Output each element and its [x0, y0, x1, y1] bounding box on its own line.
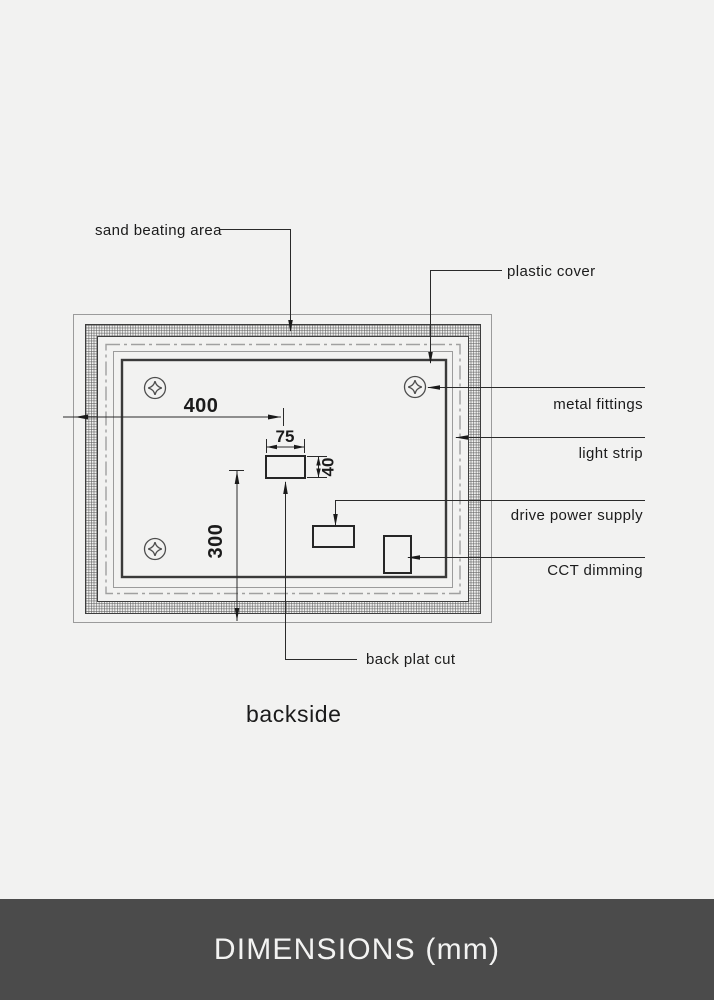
callout-light-strip: light strip — [455, 435, 645, 462]
arrowhead-right-icon — [294, 444, 305, 450]
arrowhead-right-icon — [268, 414, 281, 420]
cct-dimming-rect — [383, 535, 412, 574]
hatch-band-outer-outline — [85, 324, 481, 614]
dim-300: 300 — [205, 470, 244, 621]
callout-back-plat-cut: back plat cut — [283, 481, 456, 668]
dim-400: 400 — [63, 395, 284, 426]
plastic-cover-outline — [113, 351, 453, 588]
dim-75: 75 — [266, 427, 305, 453]
arrowhead-up-icon — [234, 471, 240, 484]
callout-cct-dimming: CCT dimming — [407, 555, 645, 579]
footer-bar: DIMENSIONS (mm) — [0, 899, 714, 1000]
arrowhead-down-icon — [288, 320, 293, 332]
callout-plastic-cover: plastic cover — [428, 263, 595, 364]
drive-power-supply-rect — [312, 525, 355, 548]
arrowhead-up-icon — [316, 456, 321, 466]
footer-title: DIMENSIONS (mm) — [213, 932, 501, 966]
arrowhead-left-icon — [407, 555, 420, 560]
label-cct-dimming: CCT dimming — [547, 562, 643, 579]
screw-icon-bottom-left — [143, 537, 167, 561]
arrowhead-down-icon — [316, 468, 321, 478]
backside-technical-drawing: 400 75 40 300 — [63, 222, 645, 727]
dim-300-value: 300 — [205, 524, 227, 559]
back-panel-outline — [120, 358, 448, 579]
screw-icon-top-left — [143, 376, 167, 400]
light-strip-centerline — [105, 343, 461, 595]
label-metal-fittings: metal fittings — [553, 396, 643, 413]
arrowhead-up-icon — [283, 481, 288, 494]
label-drive-power-supply: drive power supply — [511, 507, 643, 524]
callout-sand-beating-area: sand beating area — [95, 222, 293, 332]
arrowhead-left-icon — [455, 435, 468, 440]
label-plastic-cover: plastic cover — [507, 263, 596, 280]
hatch-band-inner-outline — [97, 336, 469, 602]
dim-40-value: 40 — [319, 458, 338, 477]
mirror-frame — [73, 314, 492, 623]
label-light-strip: light strip — [579, 445, 643, 462]
label-back-plat-cut: back plat cut — [366, 651, 456, 668]
arrowhead-down-icon — [428, 352, 433, 364]
dim-400-value: 400 — [184, 395, 219, 417]
arrowhead-left-icon — [75, 414, 88, 420]
back-plat-cut-rect — [265, 455, 306, 479]
arrowhead-left-icon — [266, 444, 277, 450]
label-sand-beating-area: sand beating area — [95, 222, 222, 239]
arrowhead-down-icon — [234, 608, 240, 621]
dim-40: 40 — [307, 456, 338, 478]
arrowhead-left-icon — [427, 385, 440, 390]
callout-drive-power-supply: drive power supply — [333, 500, 645, 526]
arrowhead-down-icon — [333, 514, 338, 526]
screw-icon-top-right — [403, 375, 427, 399]
outer-edge-outline — [73, 314, 492, 623]
view-caption: backside — [246, 701, 342, 727]
dim-75-value: 75 — [276, 427, 295, 446]
callout-metal-fittings: metal fittings — [427, 385, 645, 413]
